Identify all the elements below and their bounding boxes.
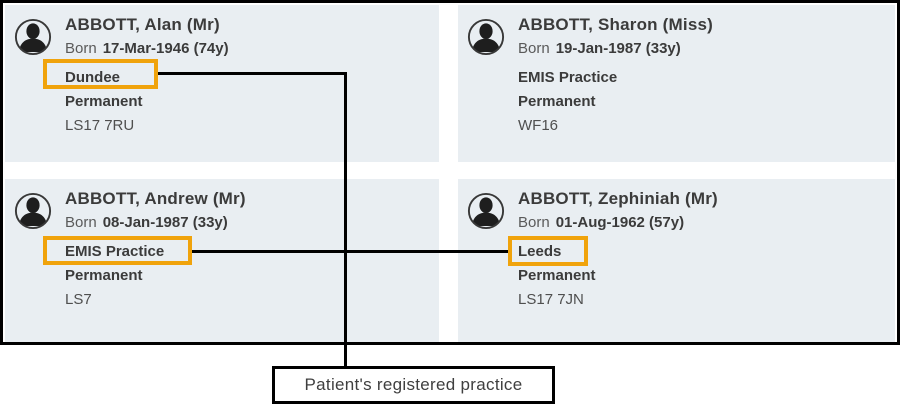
person-icon: [14, 192, 52, 230]
registered-practice: Leeds: [518, 243, 562, 260]
connector-line-cross: [192, 250, 509, 253]
patient-details: ABBOTT, Andrew (Mr) Born 08-Jan-1987 (33y…: [65, 179, 439, 310]
postcode: WF16: [518, 117, 559, 134]
birth-date: 08-Jan-1987 (33y): [102, 214, 228, 231]
patient-details: ABBOTT, Sharon (Miss) Born 19-Jan-1987 (3…: [518, 5, 895, 136]
person-icon: [467, 18, 505, 56]
patient-card[interactable]: ABBOTT, Sharon (Miss) Born 19-Jan-1987 (3…: [458, 5, 895, 162]
born-label: Born: [65, 40, 97, 57]
postcode: LS17 7JN: [518, 291, 584, 308]
person-icon: [467, 192, 505, 230]
person-icon: [14, 18, 52, 56]
registered-practice: Dundee: [65, 69, 121, 86]
patient-card[interactable]: ABBOTT, Zephiniah (Mr) Born 01-Aug-1962 (…: [458, 179, 895, 342]
patient-name: ABBOTT, Sharon (Miss): [518, 15, 713, 34]
connector-line-vertical: [344, 72, 347, 366]
patient-card[interactable]: ABBOTT, Andrew (Mr) Born 08-Jan-1987 (33y…: [5, 179, 439, 342]
birth-line: Born 08-Jan-1987 (33y): [65, 212, 439, 233]
born-label: Born: [518, 40, 550, 57]
registered-practice: EMIS Practice: [65, 243, 165, 260]
birth-date: 19-Jan-1987 (33y): [555, 40, 681, 57]
patient-type: Permanent: [518, 267, 596, 284]
patient-details: ABBOTT, Zephiniah (Mr) Born 01-Aug-1962 (…: [518, 179, 895, 310]
patient-type: Permanent: [518, 93, 596, 110]
birth-line: Born 19-Jan-1987 (33y): [518, 38, 895, 59]
patient-name: ABBOTT, Zephiniah (Mr): [518, 189, 718, 208]
highlight-box-dundee: [43, 59, 158, 89]
patient-type: Permanent: [65, 267, 143, 284]
highlight-box-emis-practice: [43, 236, 192, 265]
birth-date: 17-Mar-1946 (74y): [102, 40, 229, 57]
birth-line: Born 01-Aug-1962 (57y): [518, 212, 895, 233]
patient-type: Permanent: [65, 93, 143, 110]
connector-line-horizontal: [158, 72, 347, 75]
patient-name: ABBOTT, Andrew (Mr): [65, 189, 246, 208]
birth-date: 01-Aug-1962 (57y): [555, 214, 685, 231]
highlight-box-leeds: [508, 236, 588, 266]
born-label: Born: [65, 214, 97, 231]
postcode: LS17 7RU: [65, 117, 135, 134]
postcode: LS7: [65, 291, 92, 308]
registered-practice: EMIS Practice: [518, 69, 618, 86]
patient-name: ABBOTT, Alan (Mr): [65, 15, 220, 34]
born-label: Born: [518, 214, 550, 231]
callout-label: Patient's registered practice: [272, 366, 555, 404]
birth-line: Born 17-Mar-1946 (74y): [65, 38, 439, 59]
